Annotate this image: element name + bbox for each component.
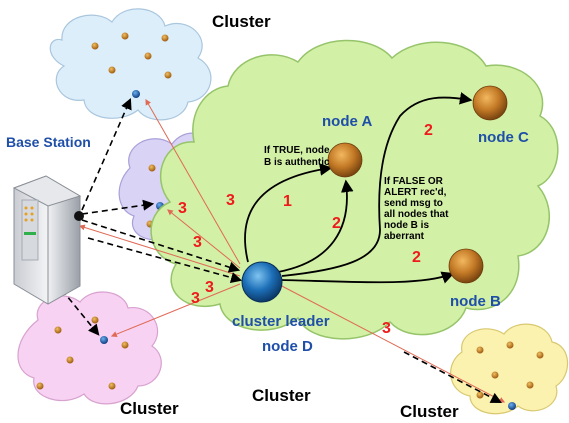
step-number-2: 2: [424, 122, 433, 139]
false-note-line: If FALSE OR: [384, 176, 444, 187]
base-station-icon: [12, 175, 84, 305]
cluster-bottom-left: [17, 291, 162, 405]
step-number-1: 1: [283, 193, 292, 210]
cluster-leader-label: cluster leader: [232, 313, 330, 330]
node-a-label: node A: [322, 113, 372, 130]
true-note: If TRUE, node B is authentic: [264, 145, 332, 168]
step-number-3: 3: [226, 192, 235, 209]
node-b-label: node B: [450, 293, 501, 310]
node-c-icon: [472, 85, 508, 121]
cluster-bottom-right-label: Cluster: [400, 402, 459, 421]
cluster-bottom-right: [450, 323, 569, 415]
true-note-line: B is authentic: [264, 157, 330, 168]
step-number-3: 3: [178, 200, 187, 217]
node-c-label: node C: [478, 129, 529, 146]
node-d-label: node D: [262, 338, 313, 355]
step-number-2: 2: [412, 249, 421, 266]
cluster-leader-icon: [241, 261, 283, 303]
red-message-arrows: [78, 98, 506, 403]
base-station-label: Base Station: [6, 134, 91, 150]
step-number-3: 3: [193, 234, 202, 251]
false-note-line: send msg to: [384, 198, 443, 209]
leader-paths: [244, 92, 473, 284]
false-note-line: all nodes that: [384, 209, 449, 220]
true-note-line: If TRUE, node: [264, 145, 330, 156]
step-number-3: 3: [382, 320, 391, 337]
cluster-bottom-center-label: Cluster: [252, 386, 311, 405]
false-note: If FALSE OR ALERT rec'd, send msg to all…: [384, 176, 451, 242]
base-station-links: [61, 97, 502, 404]
false-note-line: aberrant: [384, 231, 425, 242]
false-note-line: ALERT rec'd,: [384, 187, 447, 198]
node-a-icon: [327, 142, 363, 178]
cluster-top-left: [49, 8, 212, 121]
cluster-bottom-left-label: Cluster: [120, 399, 179, 418]
step-number-3: 3: [205, 279, 214, 296]
node-b-icon: [448, 248, 484, 284]
step-number-2: 2: [332, 215, 341, 232]
false-note-line: node B is: [384, 220, 429, 231]
step-number-3: 3: [191, 290, 200, 307]
cluster-top-label: Cluster: [212, 12, 271, 31]
